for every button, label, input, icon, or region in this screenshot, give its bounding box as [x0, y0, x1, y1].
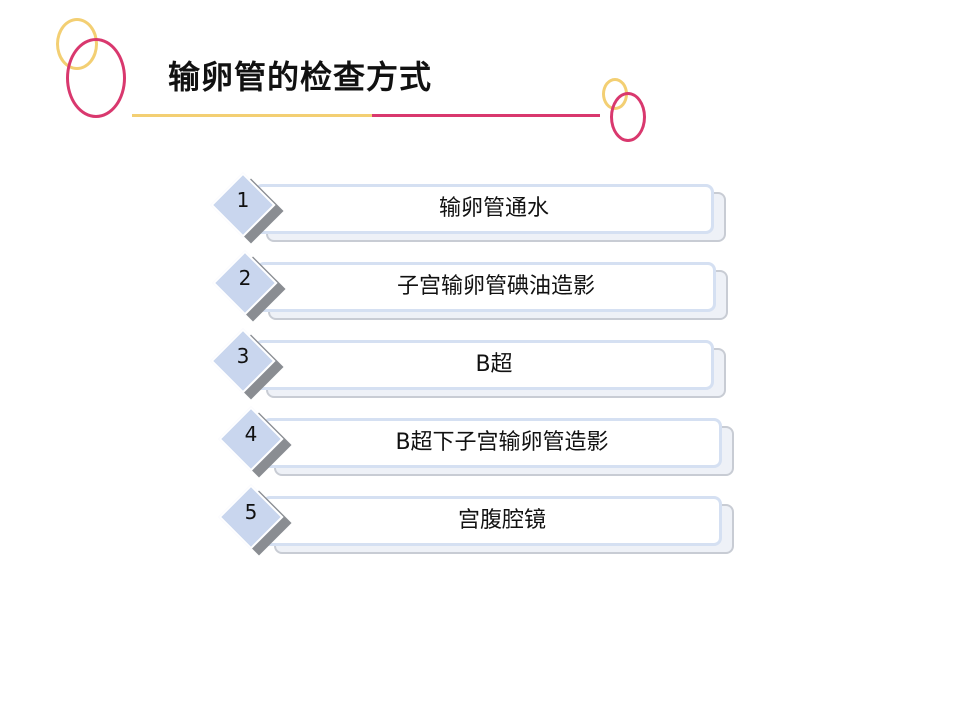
title-underline-yellow	[132, 114, 372, 117]
item-label: 输卵管通水	[438, 196, 549, 221]
list-item: B超 3	[210, 328, 734, 404]
list-item: B超下子宫输卵管造影 4	[218, 406, 742, 482]
item-label: 子宫输卵管碘油造影	[396, 274, 595, 299]
item-bar	[256, 262, 716, 312]
decorative-ring-pink-large	[66, 38, 126, 118]
list-item: 子宫输卵管碘油造影 2	[212, 250, 736, 326]
item-number: 5	[244, 500, 258, 524]
decorative-ring-pink-small	[610, 92, 646, 142]
page-title: 输卵管的检查方式	[168, 58, 433, 96]
item-number: 1	[236, 188, 250, 212]
item-label: 宫腹腔镜	[457, 508, 546, 533]
item-number: 4	[244, 422, 258, 446]
item-label: B超下子宫输卵管造影	[395, 430, 609, 455]
title-underline-pink	[372, 114, 600, 117]
list-item: 宫腹腔镜 5	[218, 484, 742, 560]
item-number: 2	[238, 266, 252, 290]
list-item: 输卵管通水 1	[210, 172, 734, 248]
item-label: B超	[475, 352, 513, 377]
item-bar	[262, 496, 722, 546]
item-bar	[254, 340, 714, 390]
item-bar	[262, 418, 722, 468]
item-number: 3	[236, 344, 250, 368]
